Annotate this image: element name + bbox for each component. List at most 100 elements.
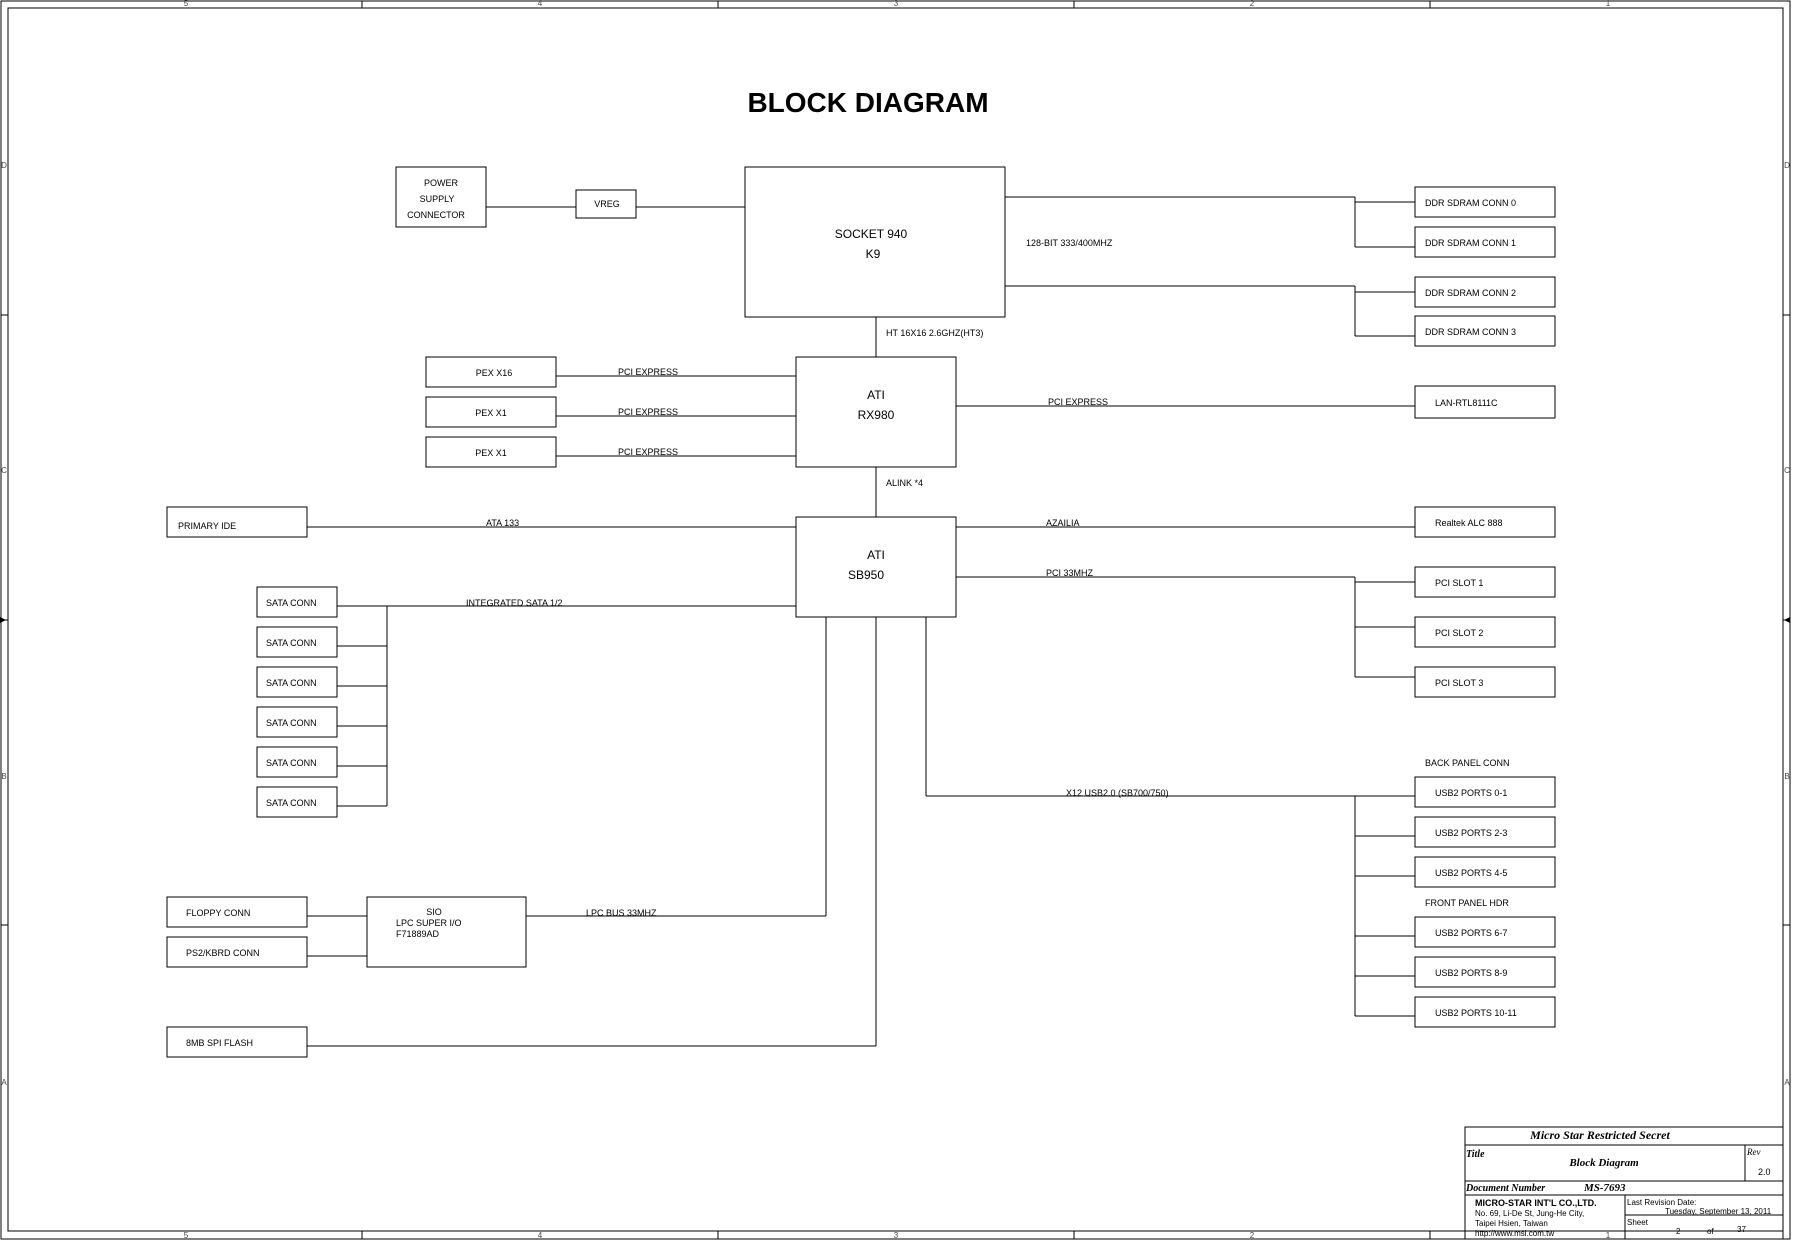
- sata-conn-3-block: [256, 666, 338, 698]
- super-io-block: [366, 896, 527, 968]
- sata-bus-label: INTEGRATED SATA 1/2: [466, 598, 563, 608]
- wires: [307, 196, 1415, 1047]
- ddr-conn-1-label: DDR SDRAM CONN 1: [1425, 238, 1516, 248]
- cpu-label-line-2: K9: [866, 247, 881, 261]
- ddr-conn-2-label: DDR SDRAM CONN 2: [1425, 288, 1516, 298]
- usb-ports-10-11-label: USB2 PORTS 10-11: [1435, 1008, 1517, 1018]
- ruler-row-d-right: D: [1784, 161, 1790, 170]
- pex-x1-b-block: [425, 436, 557, 468]
- sata-conn-1-label: SATA CONN: [266, 598, 317, 608]
- ruler-col-1-top: 1: [1606, 0, 1611, 8]
- sata-conn-2-block: [256, 626, 338, 658]
- primary-ide-block: [166, 506, 308, 538]
- ruler-column-labels: 5 4 3 2 1 5 4 3 2 1: [184, 0, 1611, 1240]
- sata-conn-6-label: SATA CONN: [266, 798, 317, 808]
- vreg-label: VREG: [594, 199, 620, 209]
- ruler-col-3-bottom: 3: [894, 1231, 899, 1240]
- power-label-line-3: CONNECTOR: [407, 210, 465, 220]
- document-number-label: Document Number: [1465, 1183, 1545, 1194]
- ps2-kbrd-conn-label: PS2/KBRD CONN: [186, 948, 260, 958]
- sata-conn-1-block: [256, 586, 338, 618]
- floppy-conn-label: FLOPPY CONN: [186, 908, 250, 918]
- last-revision-date-value: Tuesday, September 13, 2011: [1665, 1207, 1772, 1216]
- northbridge-label-line-2: RX980: [858, 408, 895, 422]
- company-address-line-2: Taipei Hsien, Taiwan: [1475, 1219, 1548, 1228]
- spi-flash-block: [166, 1026, 308, 1058]
- azalia-bus-label: AZAILIA: [1046, 518, 1080, 528]
- usb-ports-10-11-block: [1414, 996, 1556, 1028]
- title-block: Micro Star Restricted Secret Title Block…: [1464, 1126, 1784, 1240]
- company-address-line-1: No. 69, Li-De St, Jung-He City,: [1475, 1209, 1584, 1218]
- power-label-line-1: POWER: [424, 178, 459, 188]
- pci-slot-2-block: [1414, 616, 1556, 648]
- floppy-conn-block: [166, 896, 308, 928]
- rev-field-value: 2.0: [1758, 1167, 1771, 1177]
- sheet-label: Sheet: [1627, 1218, 1649, 1227]
- southbridge-label-line-2: SB950: [848, 568, 884, 582]
- sata-conn-6-block: [256, 786, 338, 818]
- ddr-conn-0-block: [1414, 186, 1556, 218]
- cpu-socket-block: [744, 166, 1006, 318]
- usb-bus-label: X12 USB2.0 (SB700/750): [1066, 788, 1169, 798]
- ps2-kbrd-conn-block: [166, 936, 308, 968]
- power-label-line-2: SUPPLY: [420, 194, 455, 204]
- pci-slot-2-label: PCI SLOT 2: [1435, 628, 1483, 638]
- ddr-conn-1-block: [1414, 226, 1556, 258]
- ruler-row-c-right: C: [1784, 466, 1790, 475]
- super-io-label-line-2: LPC SUPER I/O: [396, 918, 462, 928]
- alink-bus-label: ALINK *4: [886, 478, 923, 488]
- spi-flash-label: 8MB SPI FLASH: [186, 1038, 253, 1048]
- ruler-col-4-bottom: 4: [538, 1231, 543, 1240]
- sheet-number: 2: [1676, 1227, 1681, 1236]
- diagram-title: BLOCK DIAGRAM: [747, 87, 988, 118]
- northbridge-block: [795, 356, 957, 468]
- usb-ports-2-3-label: USB2 PORTS 2-3: [1435, 828, 1507, 838]
- ddr-conn-3-block: [1414, 315, 1556, 347]
- ruler-col-5-bottom: 5: [184, 1231, 189, 1240]
- document-number-value: MS-7693: [1583, 1182, 1626, 1194]
- memory-bus-label: 128-BIT 333/400MHZ: [1026, 238, 1113, 248]
- block-outlines: [166, 166, 1556, 1058]
- pci-slot-3-block: [1414, 666, 1556, 698]
- pci-slot-1-label: PCI SLOT 1: [1435, 578, 1483, 588]
- back-panel-group-label: BACK PANEL CONN: [1425, 758, 1510, 768]
- usb-ports-4-5-block: [1414, 856, 1556, 888]
- pex-x16-label: PEX X16: [476, 368, 513, 378]
- southbridge-label-line-1: ATI: [867, 548, 885, 562]
- pex-x1-a-block: [425, 396, 557, 428]
- sata-conn-4-block: [256, 706, 338, 738]
- ata-bus-label: ATA 133: [486, 518, 519, 528]
- ruler-row-b-right: B: [1784, 772, 1789, 781]
- ruler-row-d-left: D: [1, 161, 7, 170]
- ruler-col-3-top: 3: [894, 0, 899, 8]
- ruler-col-1-bottom: 1: [1606, 1231, 1611, 1240]
- usb-ports-4-5-label: USB2 PORTS 4-5: [1435, 868, 1507, 878]
- last-revision-date-label: Last Revision Date:: [1627, 1198, 1696, 1207]
- ruler-col-2-top: 2: [1250, 0, 1255, 8]
- center-mark-right-icon: [1784, 617, 1790, 623]
- usb-ports-8-9-block: [1414, 956, 1556, 988]
- pcie-lan-bus-label: PCI EXPRESS: [1048, 397, 1108, 407]
- audio-codec-block: [1414, 506, 1556, 538]
- power-supply-connector-block: [395, 166, 487, 228]
- cpu-label-line-1: SOCKET 940: [835, 227, 908, 241]
- company-website: http://www.msi.com.tw: [1475, 1229, 1554, 1238]
- block-labels: POWER SUPPLY CONNECTOR VREG SOCKET 940 K…: [178, 178, 1517, 1048]
- pci-bus-label: PCI 33MHZ: [1046, 568, 1094, 578]
- hypertransport-bus-label: HT 16X16 2.6GHZ(HT3): [886, 328, 983, 338]
- pex-x16-block: [425, 356, 557, 388]
- title-field-label: Title: [1466, 1149, 1485, 1160]
- pcie-x1-b-bus-label: PCI EXPRESS: [618, 447, 678, 457]
- ruler-row-labels: D C B A D C B A: [1, 161, 1790, 1087]
- usb-ports-0-1-label: USB2 PORTS 0-1: [1435, 788, 1507, 798]
- lan-label: LAN-RTL8111C: [1435, 398, 1498, 408]
- title-field-value: Block Diagram: [1568, 1157, 1639, 1169]
- restricted-secret-label: Micro Star Restricted Secret: [1529, 1128, 1670, 1142]
- usb-ports-6-7-label: USB2 PORTS 6-7: [1435, 928, 1507, 938]
- sata-conn-3-label: SATA CONN: [266, 678, 317, 688]
- center-mark-left-icon: [0, 617, 6, 623]
- rev-field-label: Rev: [1746, 1147, 1761, 1157]
- lpc-bus-label: LPC BUS 33MHZ: [586, 908, 657, 918]
